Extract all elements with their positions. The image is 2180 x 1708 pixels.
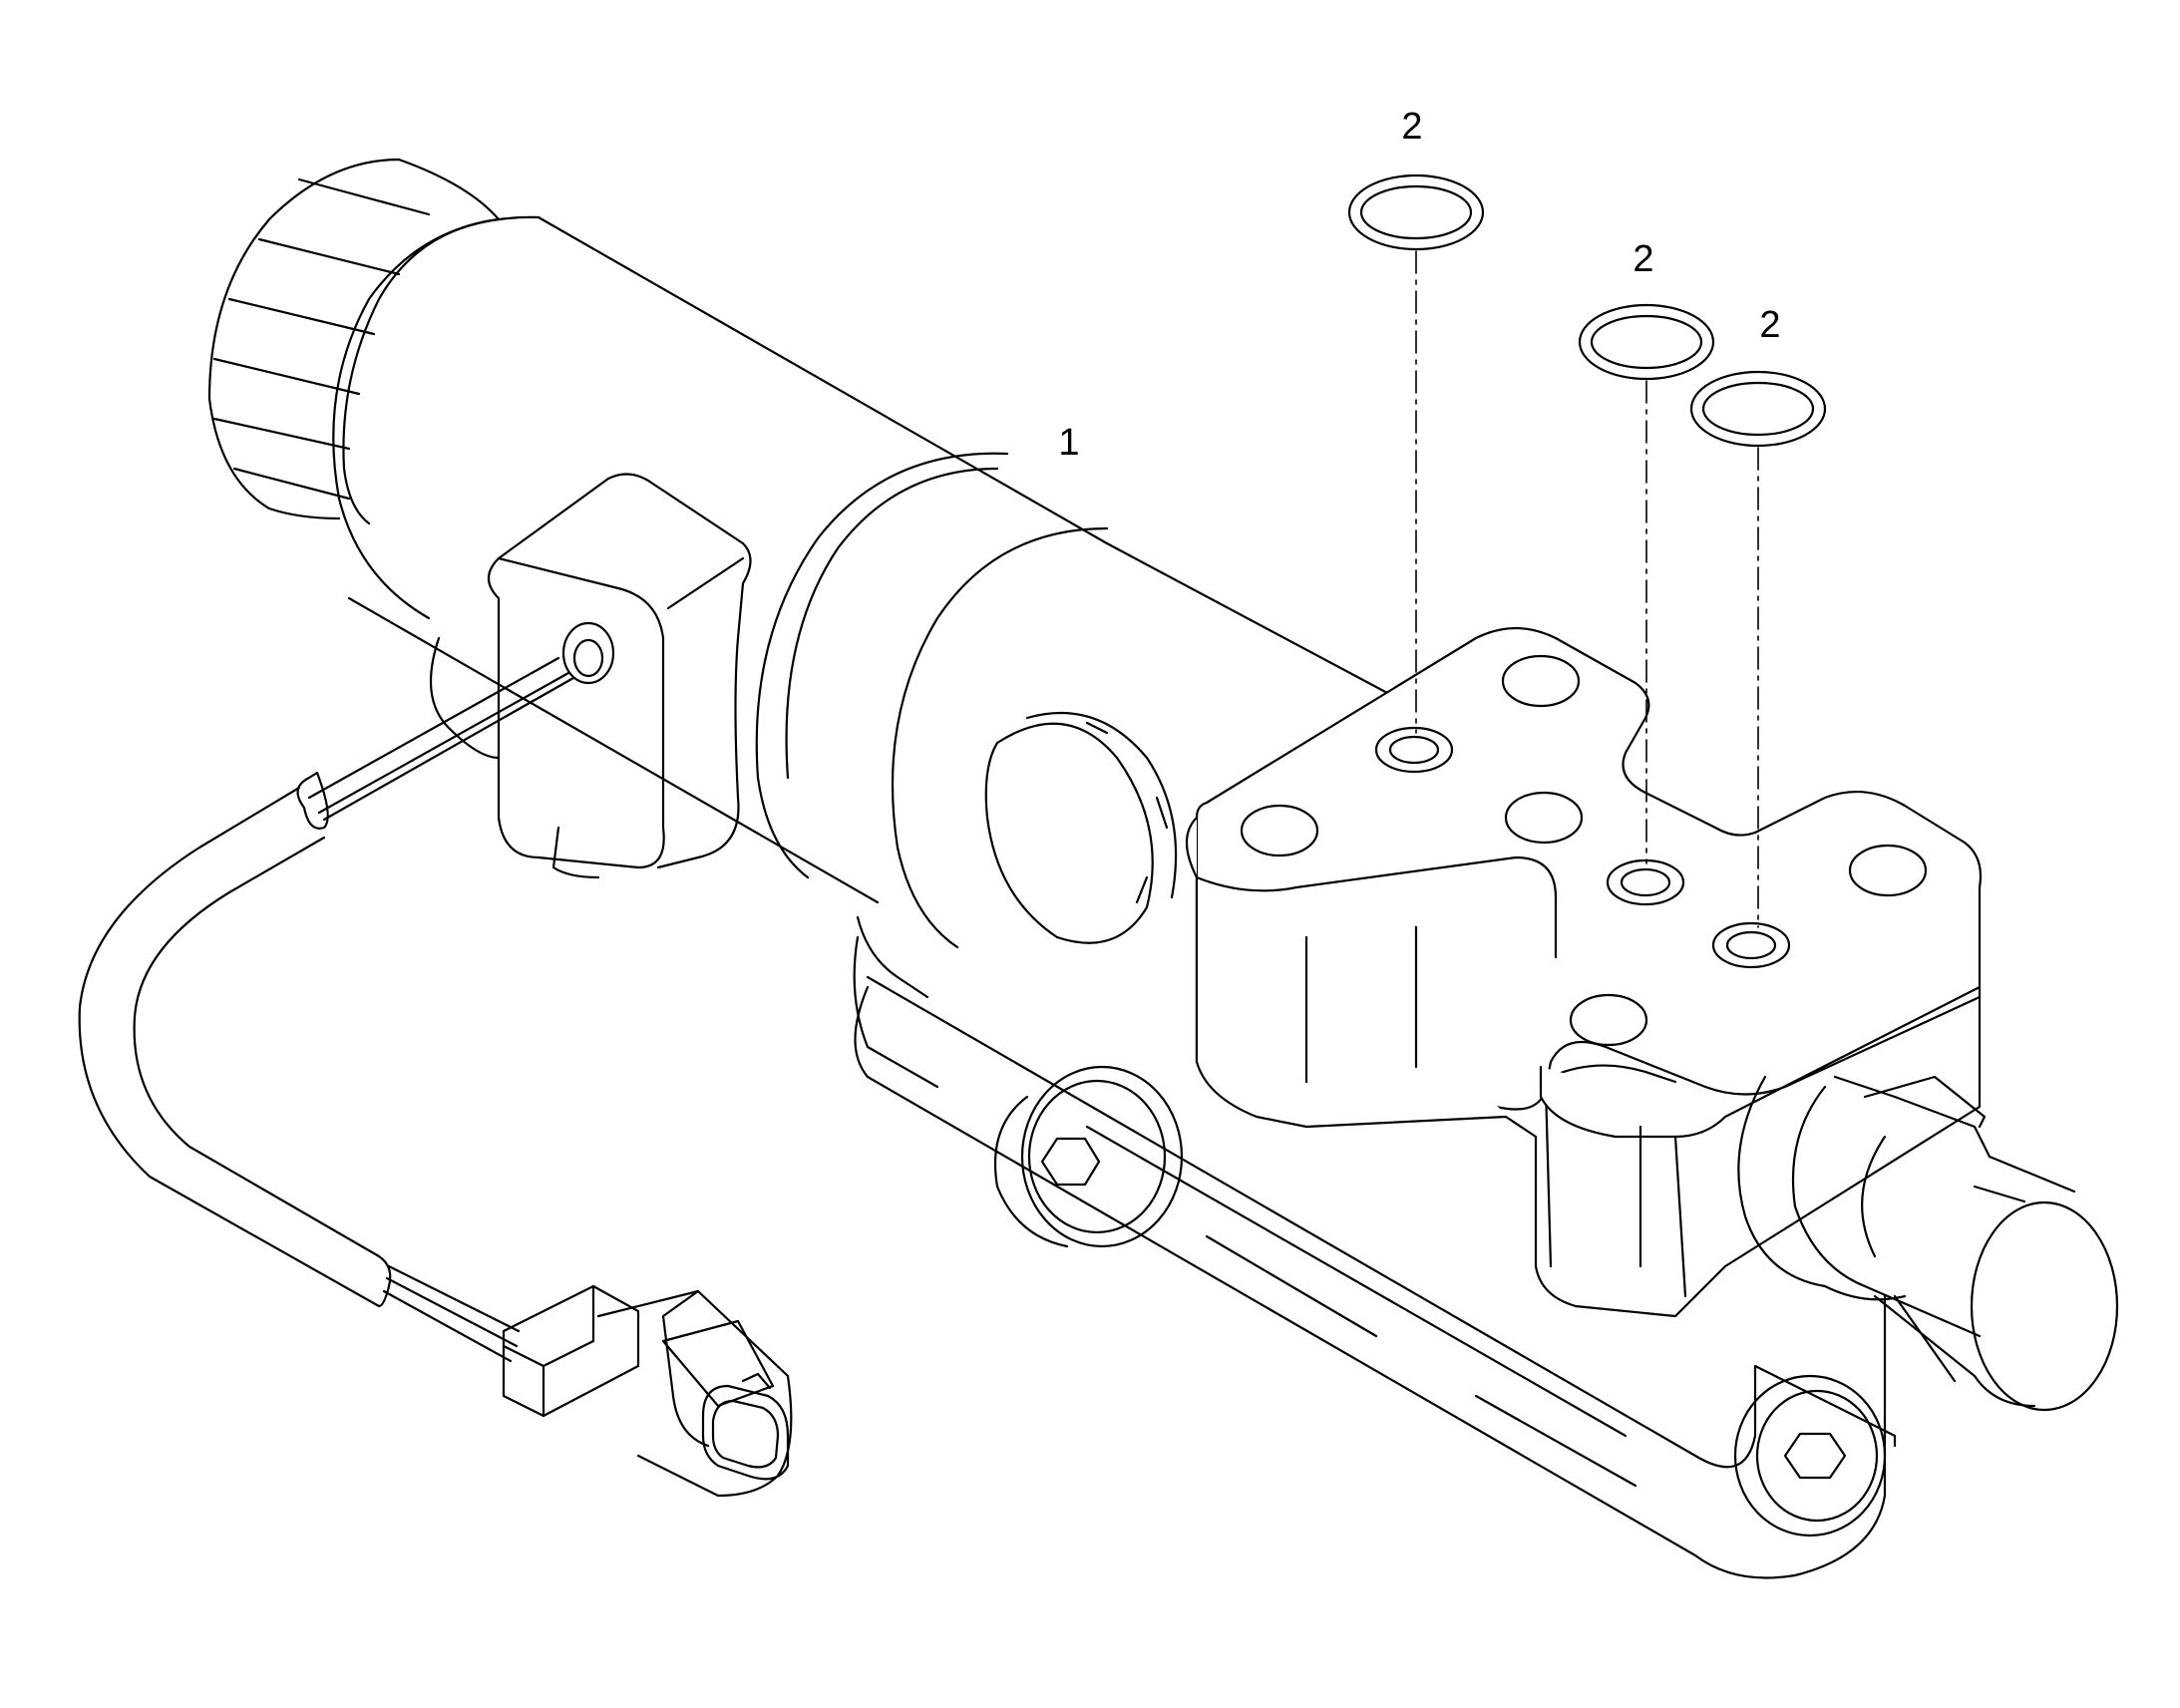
coil-terminal-housing [429,473,752,879]
callout-part-1: 1 [1058,422,1079,464]
manual-override-knob [984,711,1178,944]
oring-b [1578,303,1715,381]
deutsch-connector [502,1284,793,1498]
oring-a [1347,173,1485,251]
callout-oring-a: 2 [1401,106,1422,148]
electrical-cable [78,621,615,1363]
socket-head-screw-lower [1733,1374,1887,1537]
manifold-mounting-holes [1240,654,1928,1047]
socket-head-screw-upper [853,915,1184,1248]
callout-oring-c: 2 [1759,304,1780,346]
knurled-knob [207,158,501,525]
oring-c [1689,370,1827,448]
manifold-port-holes [1374,726,1791,969]
manifold-block [1186,626,1983,1318]
callout-labels: 1 2 2 2 [1058,106,1780,464]
solenoid-coil [332,215,1408,949]
hex-plug-fitting [1737,1075,2119,1412]
lower-valve-body [854,975,1897,1579]
callout-oring-b: 2 [1633,238,1653,280]
assembly-leader-lines [1415,250,1759,928]
